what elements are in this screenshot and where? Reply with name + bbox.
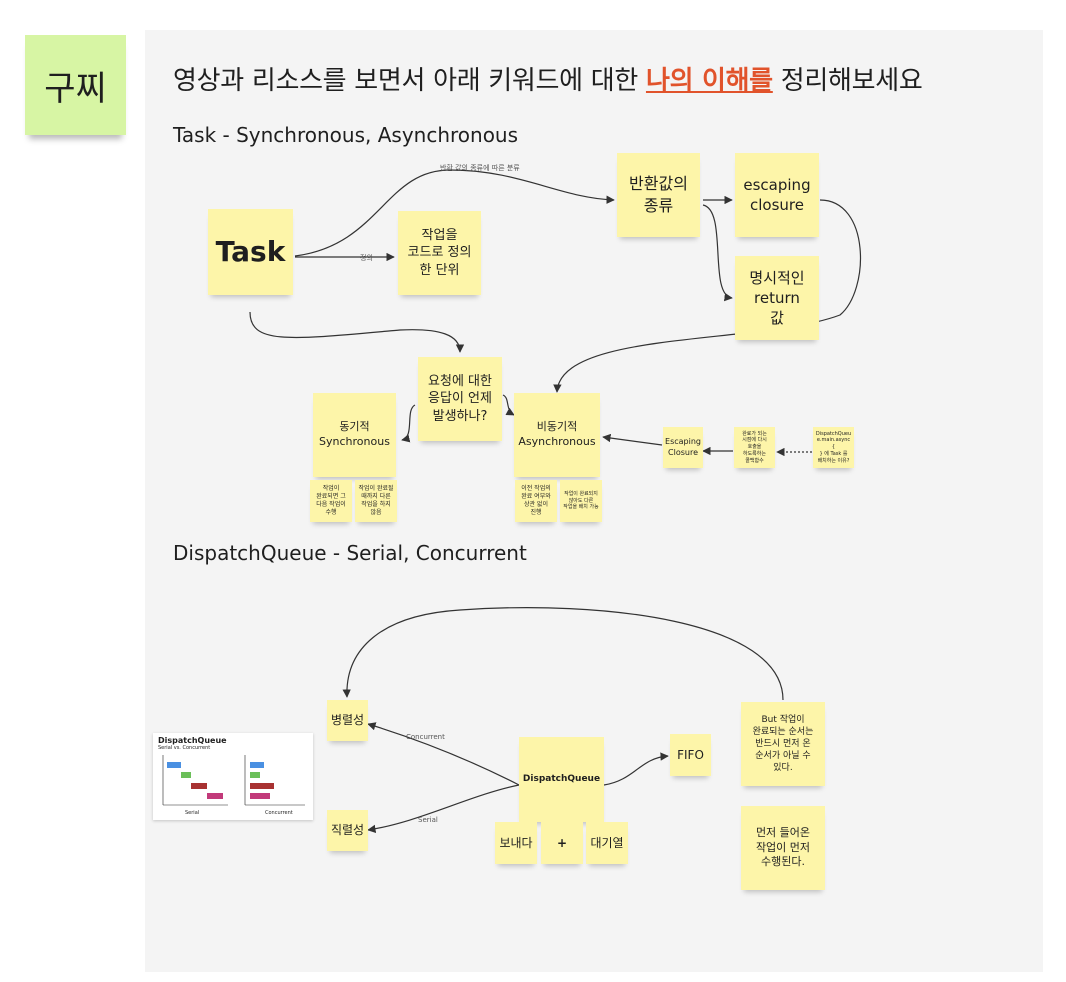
sticky-plus[interactable]: +	[541, 822, 583, 864]
thumb-title: DispatchQueue	[158, 736, 227, 745]
sticky-return-kinds[interactable]: 반환값의 종류	[617, 153, 700, 237]
sticky-dispatchqueue[interactable]: DispatchQueue	[519, 737, 604, 822]
edge-label-definition: 정의	[360, 254, 373, 262]
sticky-task-definition[interactable]: 작업을 코드로 정의 한 단위	[398, 211, 481, 295]
sticky-escaping-closure[interactable]: escaping closure	[735, 153, 819, 237]
sticky-send[interactable]: 보내다	[495, 822, 537, 864]
thumb-bar	[250, 783, 274, 789]
edge-escaping2-to-async	[602, 433, 663, 446]
section-title-dispatchqueue: DispatchQueue - Serial, Concurrent	[173, 541, 527, 565]
edge-label-serial: Serial	[418, 816, 438, 824]
edge-dispatchqueue-to-fifo	[603, 752, 669, 786]
edge-task-to-when	[249, 311, 465, 353]
thumb-bar	[250, 762, 264, 768]
edge-task-to-return-kinds	[294, 169, 615, 257]
edge-when-to-async	[502, 394, 515, 416]
sticky-task[interactable]: Task	[208, 209, 293, 295]
edge-label-return-kind: 반환 값의 종류에 따른 분류	[440, 164, 520, 172]
sticky-first-in[interactable]: 먼저 들어온 작업이 먼저 수행된다.	[741, 806, 825, 890]
edge-return-to-explicit	[702, 204, 733, 302]
sticky-when-response[interactable]: 요청에 대한 응답이 언제 발생하나?	[418, 357, 502, 441]
sticky-dispatch-main-async[interactable]: DispatchQueu e.main.async { } 에 Task 를 배…	[813, 427, 854, 468]
thumb-bar	[181, 772, 191, 778]
heading-suffix: 정리해보세요	[772, 66, 923, 96]
thumb-subtitle: Serial vs. Concurrent	[158, 745, 211, 751]
sticky-but-order[interactable]: But 작업이 완료되는 순서는 반드시 먼저 온 순서가 아닐 수 있다.	[741, 702, 825, 786]
sticky-explicit-return[interactable]: 명시적인 return 값	[735, 256, 819, 340]
sticky-callback[interactable]: 완료가 되는 시점에 다시 호출을 하도록하는 콜백함수	[734, 427, 775, 468]
edge-but-to-parallel	[342, 607, 784, 701]
heading-highlight: 나의 이해를	[645, 66, 773, 96]
sticky-fifo[interactable]: FIFO	[670, 734, 711, 776]
thumb-concurrent-label: Concurrent	[265, 810, 293, 816]
sticky-serial-property[interactable]: 직렬성	[327, 810, 368, 851]
edge-dispatchqueue-to-serial	[367, 784, 520, 833]
edge-label-concurrent: Concurrent	[406, 733, 445, 741]
sticky-queue[interactable]: 대기열	[586, 822, 628, 864]
thumb-bar	[250, 772, 260, 778]
thumb-bar	[250, 793, 270, 799]
sticky-async-detail-2[interactable]: 작업이 완료되지 않아도 다른 작업을 배치 가능	[560, 480, 602, 522]
sticky-synchronous[interactable]: 동기적 Synchronous	[313, 393, 396, 477]
thumb-bars	[162, 755, 305, 806]
sticky-escaping-closure-2[interactable]: Escaping Closure	[663, 427, 703, 468]
edge-dispatchqueue-to-parallel	[367, 722, 520, 786]
thumb-serial-label: Serial	[185, 810, 200, 816]
edge-when-to-sync	[401, 404, 416, 443]
heading-prefix: 영상과 리소스를 보면서 아래 키워드에 대한	[173, 66, 646, 96]
name-sticky-note[interactable]: 구찌	[25, 35, 126, 135]
thumb-bar	[207, 793, 223, 799]
sticky-parallelism[interactable]: 병렬성	[327, 700, 368, 741]
sticky-asynchronous[interactable]: 비동기적 Asynchronous	[514, 393, 600, 477]
sticky-sync-detail-2[interactable]: 작업이 완료될 때까지 다른 작업을 하지 않음	[355, 480, 397, 522]
thumb-bar	[167, 762, 181, 768]
sticky-async-detail-1[interactable]: 이전 작업의 완료 여부와 상관 없이 진행	[515, 480, 557, 522]
dispatchqueue-diagram-image: DispatchQueue Serial vs. Concurrent Seri…	[153, 733, 313, 820]
section-title-task: Task - Synchronous, Asynchronous	[173, 123, 519, 147]
sticky-sync-detail-1[interactable]: 작업이 완료되면 그 다음 작업이 수행	[310, 480, 352, 522]
thumb-bar	[191, 783, 207, 789]
page-heading: 영상과 리소스를 보면서 아래 키워드에 대한 나의 이해를 정리해보세요	[173, 60, 923, 97]
